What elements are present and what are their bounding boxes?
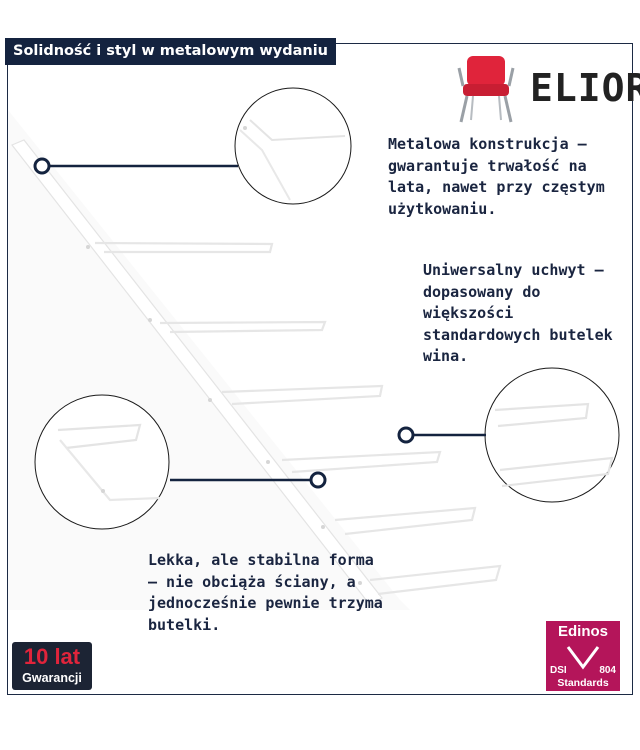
warranty-badge: 10 lat Gwarancji [12,642,92,690]
marker-top [33,157,51,175]
callout-construction: Metalowa konstrukcja – gwarantuje trwało… [388,135,605,218]
leader-lines [42,164,486,482]
marker-right [397,426,415,444]
rack-main-bar [11,139,383,606]
leader-markers [33,157,415,489]
zoom-circle-right [484,367,620,503]
rack-holders [94,241,502,596]
certificate-standards: Standards [557,677,609,689]
callout-holder: Uniwersalny uchwyt – dopasowany do więks… [423,261,613,365]
certificate-name: Edinos [557,623,608,640]
callout-light-form: Lekka, ale stabilna forma – nie obciąża … [148,551,383,634]
rack-holes [86,245,362,585]
page-title: Solidność i styl w metalowym wydaniu [5,38,336,65]
brand-logo-text: ELIOR [530,66,640,110]
certificate-right: 804 [599,665,616,676]
warranty-years: 10 lat [23,644,81,669]
warranty-label: Gwarancji [22,671,82,685]
zoom-circle-top [234,87,352,205]
marker-left [309,471,327,489]
red-chair-icon [457,56,515,123]
certificate-left: DSI [550,665,567,676]
check-mark-icon [566,646,600,670]
zoom-circle-left [34,394,170,530]
edinos-certificate-badge: Edinos DSI 804 Standards [546,621,620,691]
